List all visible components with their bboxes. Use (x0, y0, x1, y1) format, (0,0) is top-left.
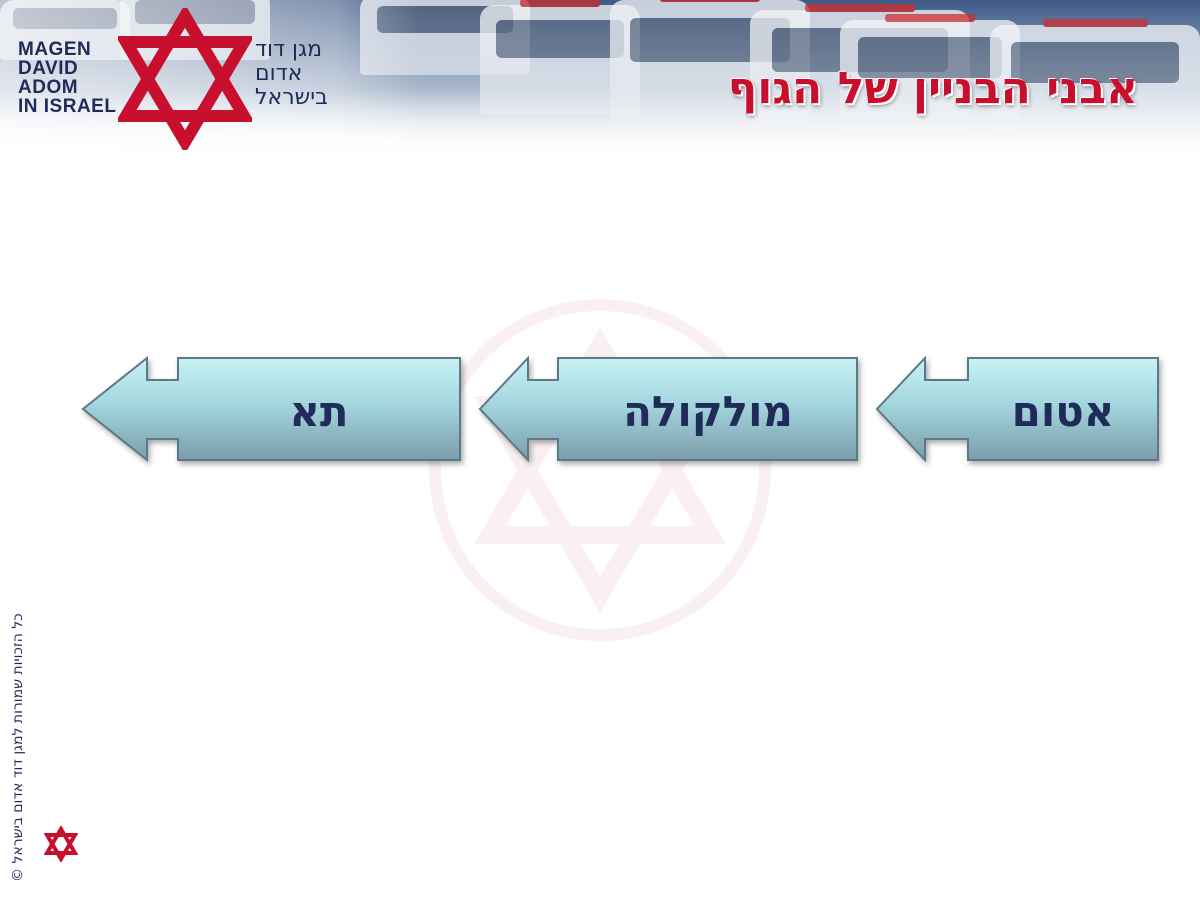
step-label-molecule: מולקולה (623, 387, 793, 436)
star-of-david-icon (44, 826, 78, 862)
watermark-logo (429, 299, 771, 641)
step-arrow-molecule (478, 356, 858, 462)
step-arrow-atom (875, 356, 1159, 462)
logo-english-text: MAGEN DAVID ADOM IN ISRAEL (18, 39, 117, 117)
step-label-cell: תא (289, 387, 349, 436)
star-of-david-icon (118, 8, 252, 150)
step-label-atom: אטום (1011, 387, 1115, 436)
copyright-text: © כל הזכויות שמורות למגן דוד אדום בישראל (10, 613, 26, 882)
step-arrow-cell (81, 356, 461, 462)
logo-hebrew-text: מגן דוד אדום בישראל (255, 37, 328, 110)
header-banner (0, 0, 1200, 165)
slide-title: אבני הבניין של הגוף (727, 63, 1138, 114)
